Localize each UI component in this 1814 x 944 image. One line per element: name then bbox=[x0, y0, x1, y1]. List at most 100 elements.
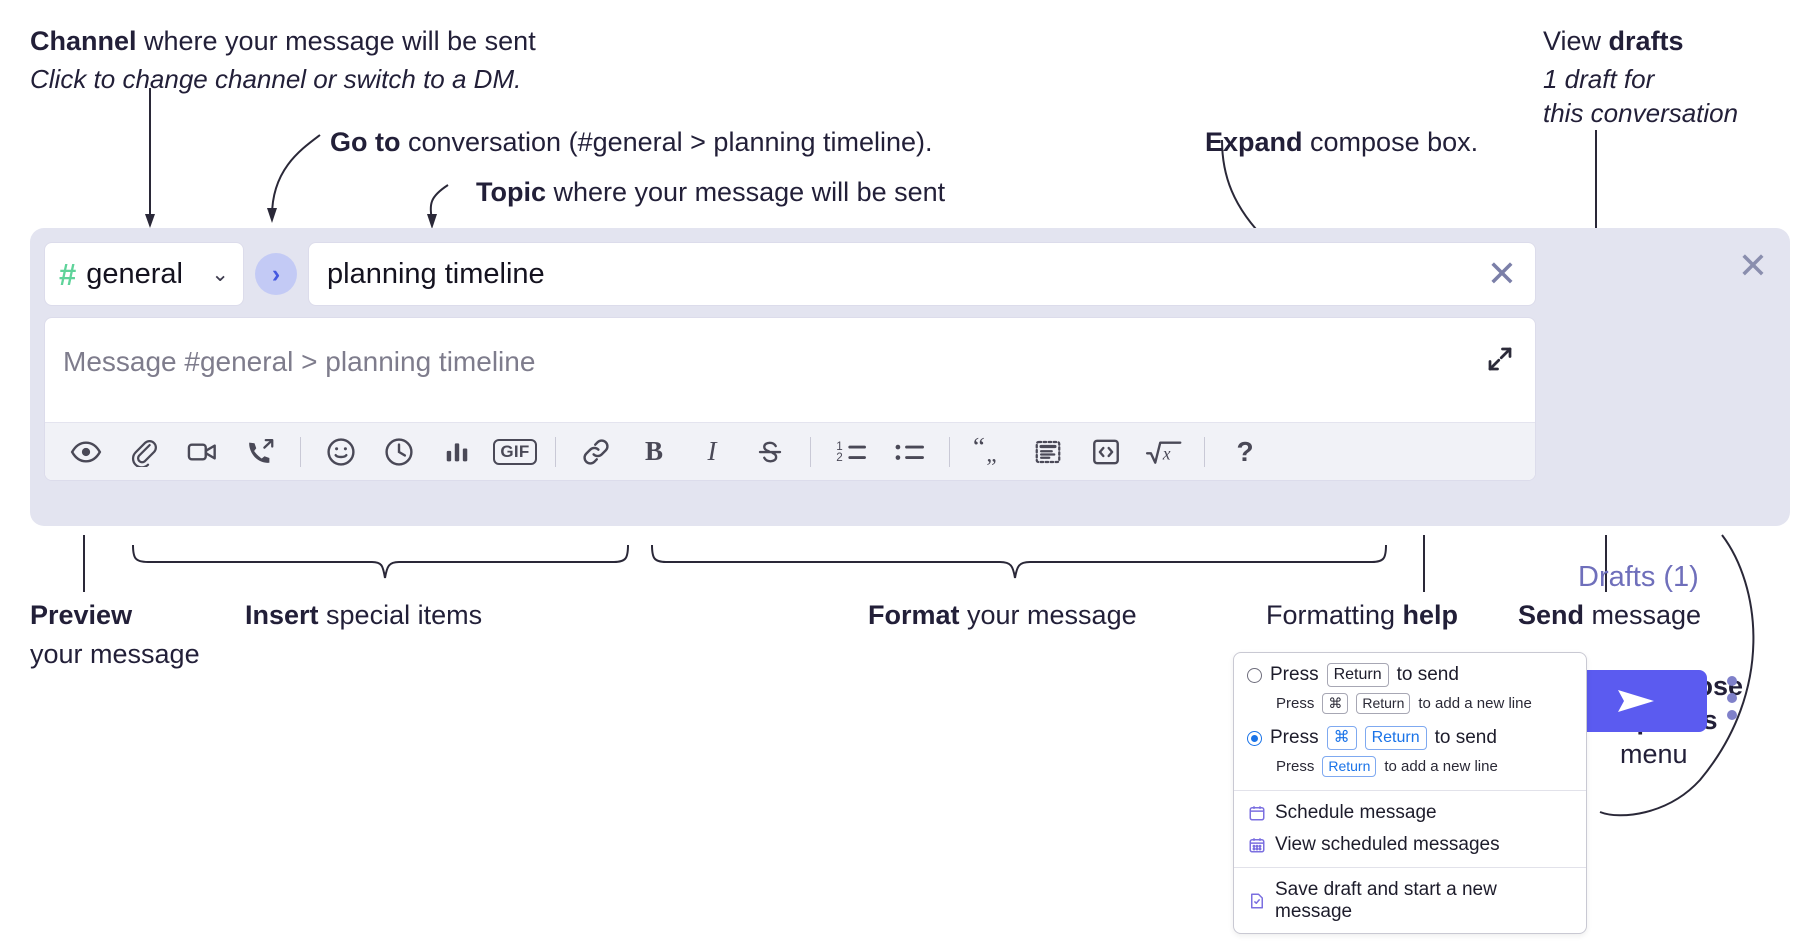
send-option-return[interactable]: Press Return to send bbox=[1234, 653, 1586, 692]
menu-item-label: Save draft and start a new message bbox=[1275, 879, 1497, 922]
annotation-goto-rest: conversation (#general > planning timeli… bbox=[400, 127, 933, 157]
annotation-help: Formatting help bbox=[1266, 598, 1526, 633]
go-to-conversation-button[interactable]: › bbox=[255, 253, 297, 295]
radio-selected[interactable] bbox=[1247, 730, 1262, 746]
link-icon[interactable] bbox=[573, 429, 619, 475]
option-sub-post: to add a new line bbox=[1418, 695, 1532, 712]
annotation-insert-bold: Insert bbox=[245, 600, 319, 630]
menu-item-view-scheduled[interactable]: View scheduled messages bbox=[1234, 829, 1586, 861]
chevron-down-icon: ⌄ bbox=[211, 262, 229, 286]
svg-text:„: „ bbox=[986, 440, 996, 466]
annotation-help-first: Formatting bbox=[1266, 600, 1403, 630]
annotation-insert: Insert special items bbox=[245, 598, 675, 633]
option-pre: Press bbox=[1270, 727, 1319, 748]
option-post: to send bbox=[1396, 664, 1459, 685]
code-icon[interactable] bbox=[1083, 429, 1129, 475]
toolbar-separator bbox=[300, 436, 301, 467]
video-icon[interactable] bbox=[179, 429, 225, 475]
annotation-format: Format your message bbox=[868, 598, 1268, 633]
kebab-dot bbox=[1727, 693, 1737, 703]
key-return: Return bbox=[1322, 756, 1377, 777]
annotation-goto: Go to conversation (#general > planning … bbox=[330, 125, 1090, 160]
annotation-preview-bold: Preview bbox=[30, 600, 133, 630]
emoji-icon[interactable] bbox=[318, 429, 364, 475]
key-command: ⌘ bbox=[1322, 693, 1349, 714]
clock-icon[interactable] bbox=[376, 429, 422, 475]
menu-item-label: View scheduled messages bbox=[1275, 834, 1500, 855]
expand-compose-icon[interactable] bbox=[1485, 344, 1515, 379]
svg-text:“: “ bbox=[973, 437, 985, 462]
annotation-channel: Channel where your message will be sent … bbox=[30, 24, 650, 97]
gif-icon[interactable]: GIF bbox=[492, 429, 538, 475]
bold-icon[interactable]: B bbox=[644, 436, 663, 466]
blockquote-icon[interactable]: “ „ bbox=[967, 429, 1013, 475]
radio-unselected[interactable] bbox=[1247, 667, 1262, 683]
send-option-cmd-return[interactable]: Press ⌘ Return to send bbox=[1234, 721, 1586, 755]
help-icon[interactable]: ? bbox=[1236, 435, 1254, 467]
option-sub-post: to add a new line bbox=[1384, 758, 1498, 775]
annotation-drafts-bold: drafts bbox=[1608, 26, 1684, 56]
key-return: Return bbox=[1364, 726, 1427, 750]
send-option-return-sub: Press ⌘ Return to add a new line bbox=[1234, 692, 1586, 721]
message-input-placeholder: Message #general > planning timeline bbox=[63, 346, 536, 377]
annotation-format-bold: Format bbox=[868, 600, 960, 630]
send-option-cmd-return-sub: Press Return to add a new line bbox=[1234, 755, 1586, 784]
close-icon[interactable]: ✕ bbox=[1737, 245, 1768, 286]
compose-header-row: # general ⌄ › planning timeline ✕ bbox=[44, 242, 1536, 306]
menu-item-save-draft[interactable]: Save draft and start a new message bbox=[1234, 874, 1586, 933]
annotation-send: Send message bbox=[1518, 598, 1778, 633]
poll-icon[interactable] bbox=[434, 429, 480, 475]
annotation-insert-rest: special items bbox=[318, 600, 483, 630]
annotation-preview-line2: your message bbox=[30, 639, 200, 670]
annotation-compose-options-rest: menu bbox=[1620, 738, 1688, 769]
annotation-topic-bold: Topic bbox=[476, 177, 546, 207]
italic-icon[interactable]: I bbox=[707, 436, 717, 466]
send-icon bbox=[1618, 690, 1654, 712]
annotation-send-rest: message bbox=[1584, 600, 1702, 630]
annotation-drafts-first: View bbox=[1543, 26, 1609, 56]
annotation-channel-bold: Channel bbox=[30, 26, 137, 56]
annotation-expand-rest: compose box. bbox=[1302, 127, 1479, 157]
preview-icon[interactable] bbox=[63, 429, 109, 475]
annotation-channel-rest: where your message will be sent bbox=[136, 26, 536, 56]
code-block-icon[interactable] bbox=[1025, 429, 1071, 475]
compose-panel: ✕ Drafts (1) # general ⌄ › planning time… bbox=[30, 228, 1790, 732]
annotation-expand: Expand compose box. bbox=[1205, 125, 1605, 160]
menu-item-schedule-message[interactable]: Schedule message bbox=[1234, 797, 1586, 829]
math-icon[interactable]: x bbox=[1141, 429, 1187, 475]
kebab-dot bbox=[1727, 710, 1737, 720]
channel-selector[interactable]: # general ⌄ bbox=[44, 242, 244, 306]
menu-divider bbox=[1234, 790, 1586, 791]
topic-field[interactable]: planning timeline ✕ bbox=[308, 242, 1536, 306]
attachment-icon[interactable] bbox=[121, 429, 167, 475]
drafts-link[interactable]: Drafts (1) bbox=[1578, 561, 1699, 593]
annotation-preview: Preview your message bbox=[30, 598, 290, 672]
annotation-help-bold: help bbox=[1402, 600, 1459, 630]
ordered-list-icon[interactable]: 1 2 bbox=[828, 429, 874, 475]
bulleted-list-icon[interactable] bbox=[886, 429, 932, 475]
kebab-dot bbox=[1727, 676, 1737, 686]
calendar-icon bbox=[1247, 804, 1266, 823]
compose-options-button[interactable] bbox=[1727, 676, 1737, 727]
annotation-format-rest: your message bbox=[959, 600, 1137, 630]
annotation-send-bold: Send bbox=[1518, 600, 1585, 630]
option-pre: Press bbox=[1270, 664, 1319, 685]
hash-icon: # bbox=[59, 256, 77, 292]
gif-label: GIF bbox=[493, 438, 537, 465]
svg-text:1: 1 bbox=[836, 440, 843, 453]
menu-item-label: Schedule message bbox=[1275, 802, 1437, 823]
annotation-drafts: View drafts 1 draft for this conversatio… bbox=[1543, 24, 1813, 131]
option-sub-pre: Press bbox=[1276, 758, 1315, 775]
annotation-drafts-sub1: 1 draft for bbox=[1543, 64, 1655, 95]
strikethrough-icon[interactable] bbox=[747, 429, 793, 475]
svg-text:2: 2 bbox=[836, 451, 843, 464]
annotation-goto-bold: Go to bbox=[330, 127, 401, 157]
audio-call-icon[interactable] bbox=[237, 429, 283, 475]
annotation-topic: Topic where your message will be sent bbox=[476, 175, 1176, 210]
message-input-area[interactable]: Message #general > planning timeline bbox=[44, 317, 1536, 481]
clear-topic-icon[interactable]: ✕ bbox=[1486, 253, 1517, 294]
topic-value: planning timeline bbox=[327, 257, 545, 290]
toolbar-separator bbox=[949, 436, 950, 467]
send-button[interactable] bbox=[1565, 670, 1707, 732]
annotation-topic-rest: where your message will be sent bbox=[546, 177, 946, 207]
